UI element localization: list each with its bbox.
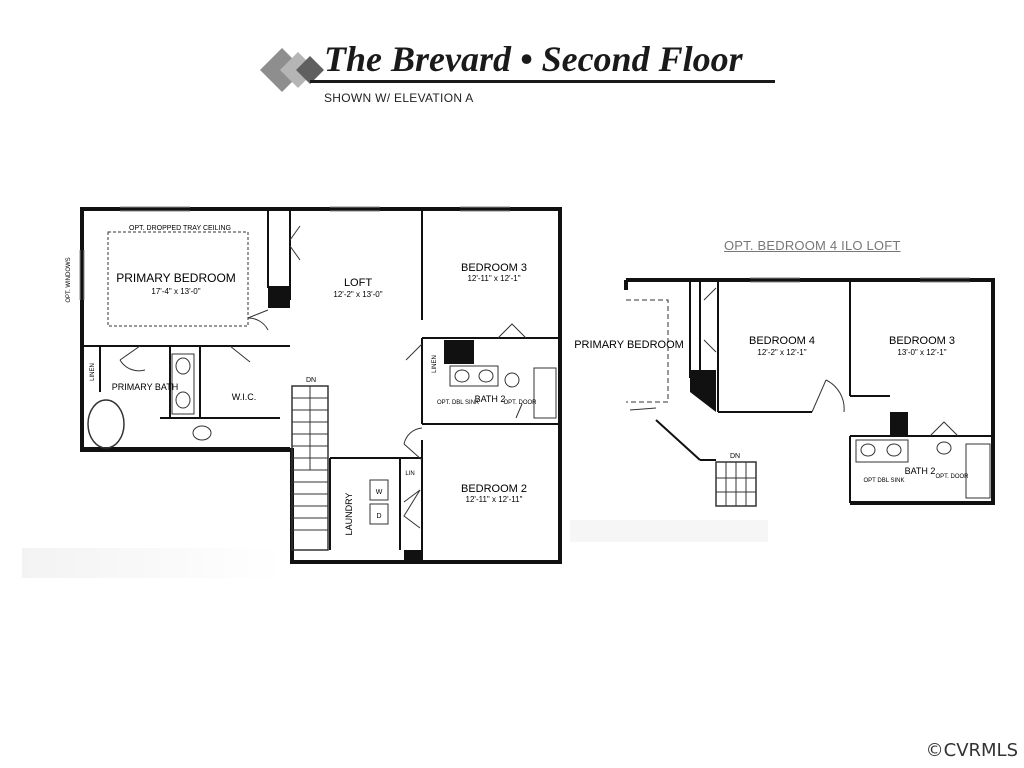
linen-label: LINEN xyxy=(90,363,96,381)
option-primary-bedroom: PRIMARY BEDROOM xyxy=(574,339,684,351)
wic-label: W.I.C. xyxy=(232,392,257,402)
option-windows xyxy=(750,277,970,283)
option-plan-title: OPT. BEDROOM 4 ILO LOFT xyxy=(724,238,901,253)
option-interior-walls xyxy=(655,280,993,503)
watermark: ©CVRMLS xyxy=(925,740,1018,761)
option-bath2-label: BATH 2 xyxy=(905,466,936,476)
option-doors xyxy=(629,287,959,437)
washer-label: W xyxy=(376,489,383,496)
loft-name: LOFT xyxy=(344,277,372,289)
bath2-label: BATH 2 xyxy=(475,394,506,404)
opt-door-label: OPT. DOOR xyxy=(503,400,537,406)
page-subtitle: SHOWN W/ ELEVATION A xyxy=(324,91,474,105)
option-bedroom3-name: BEDROOM 3 xyxy=(889,335,955,347)
header: The Brevard • Second Floor SHOWN W/ ELEV… xyxy=(0,0,1024,110)
loft-size: 12'-2" x 13'-0" xyxy=(333,290,382,299)
stairs xyxy=(291,385,329,551)
opt-dbl-sink-label: OPT. DBL SINK xyxy=(437,400,479,406)
option-bedroom4-name: BEDROOM 4 xyxy=(749,335,815,347)
option-bedroom3-size: 13'-0" x 12'-1" xyxy=(897,348,946,357)
primary-bath-label: PRIMARY BATH xyxy=(112,382,179,392)
diamond-logo-icon xyxy=(260,48,324,92)
option-dn-label: DN xyxy=(730,453,740,460)
tub-icon xyxy=(87,399,125,449)
bedroom2-name: BEDROOM 2 xyxy=(461,483,527,495)
dryer-label: D xyxy=(376,513,381,520)
interior-walls xyxy=(82,209,560,562)
option-exterior-walls xyxy=(624,278,995,505)
primary-bedroom-size: 17'-4" x 13'-0" xyxy=(151,287,200,296)
doors xyxy=(119,225,527,529)
option-dbl-sink-label: OPT DBL SINK xyxy=(863,478,904,484)
main-floor-plan: OPT. DROPPED TRAY CEILING OPT. WINDOWS P… xyxy=(22,206,562,578)
dn-label: DN xyxy=(306,377,316,384)
primary-bedroom-name: PRIMARY BEDROOM xyxy=(116,271,236,285)
page-title: The Brevard • Second Floor xyxy=(324,39,743,79)
lin-label: LIN xyxy=(405,471,414,477)
linen2-label: LINEN xyxy=(432,355,438,373)
option-dashed-outline xyxy=(626,299,669,403)
exterior-walls xyxy=(80,207,562,564)
option-bedroom4-size: 12'-2" x 12'-1" xyxy=(757,348,806,357)
title-underline xyxy=(310,80,775,83)
bedroom3-size: 12'-11" x 12'-1" xyxy=(467,274,520,283)
option-stairs xyxy=(715,461,757,507)
option-opt-door-label: OPT. DOOR xyxy=(935,474,969,480)
option-floor-plan: PRIMARY BEDROOM BEDROOM 4 12'-2" x 12'-1… xyxy=(570,277,995,542)
bedroom2-size: 12'-11" x 12'-11" xyxy=(466,495,523,504)
laundry-label: LAUNDRY xyxy=(344,493,354,536)
bedroom3-name: BEDROOM 3 xyxy=(461,262,527,274)
tray-ceiling-label: OPT. DROPPED TRAY CEILING xyxy=(129,225,231,232)
opt-windows-label: OPT. WINDOWS xyxy=(66,257,72,302)
windows xyxy=(79,206,510,300)
tray-ceiling-outline xyxy=(107,231,249,327)
